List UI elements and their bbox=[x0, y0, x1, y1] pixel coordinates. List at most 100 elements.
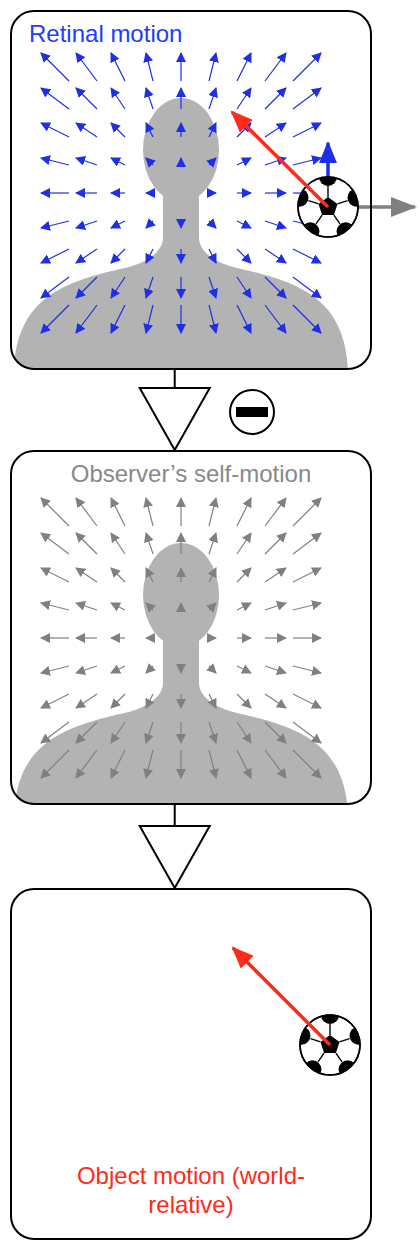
flow-arrow bbox=[41, 533, 69, 554]
flow-arrow bbox=[237, 568, 251, 582]
flow-arrow bbox=[293, 498, 321, 526]
flow-arrow bbox=[76, 498, 97, 526]
flow-arrow bbox=[76, 305, 97, 333]
flow-arrow bbox=[209, 533, 216, 554]
flow-arrow bbox=[76, 722, 97, 743]
flow-arrow bbox=[76, 603, 97, 610]
flow-arrow bbox=[180, 305, 181, 333]
flow-arrow bbox=[111, 277, 125, 298]
self-motion-panel: Observer’s self-motion bbox=[10, 450, 372, 805]
flow-arrow bbox=[209, 305, 216, 333]
flow-arrow bbox=[293, 568, 321, 582]
flow-arrow bbox=[209, 637, 216, 638]
flow-arrow bbox=[209, 277, 216, 298]
flow-arrow bbox=[146, 158, 153, 165]
flow-arrow bbox=[146, 750, 153, 778]
flow-arrow bbox=[41, 603, 69, 610]
flow-arrow bbox=[41, 88, 69, 109]
flow-arrow bbox=[293, 305, 321, 333]
flow-arrow bbox=[209, 192, 216, 193]
flow-arrow bbox=[209, 694, 216, 708]
flow-arrow bbox=[111, 722, 125, 743]
flow-arrow bbox=[237, 722, 251, 743]
flow-arrow bbox=[237, 666, 251, 673]
flow-arrow bbox=[180, 277, 181, 298]
flow-arrow bbox=[265, 722, 286, 743]
flow-arrow bbox=[265, 53, 286, 81]
flow-arrow bbox=[293, 88, 321, 109]
flow-arrow bbox=[146, 123, 153, 137]
flow-arrow bbox=[293, 533, 321, 554]
flow-arrow bbox=[111, 123, 125, 137]
flow-arrow bbox=[265, 221, 286, 228]
flow-arrow bbox=[265, 277, 286, 298]
flow-arrow bbox=[237, 498, 251, 526]
flow-arrow bbox=[41, 568, 69, 582]
flow-arrow bbox=[265, 603, 286, 610]
flow-arrow bbox=[180, 498, 181, 526]
flow-arrow bbox=[111, 192, 125, 193]
flow-arrow bbox=[209, 722, 216, 743]
flow-arrow bbox=[111, 249, 125, 263]
object-motion-vector bbox=[233, 948, 330, 1045]
flow-arrow bbox=[146, 603, 153, 610]
flow-arrow bbox=[146, 694, 153, 708]
flow-arrow bbox=[41, 694, 69, 708]
flow-arrow bbox=[209, 666, 216, 673]
flow-arrow bbox=[146, 192, 153, 193]
flow-arrow bbox=[111, 568, 125, 582]
flow-arrow bbox=[180, 603, 181, 610]
flow-arrow bbox=[265, 568, 286, 582]
flow-arrow bbox=[209, 603, 216, 610]
flow-arrow bbox=[76, 533, 97, 554]
flow-arrow bbox=[293, 637, 321, 638]
flow-arrow bbox=[41, 249, 69, 263]
flow-arrow bbox=[265, 498, 286, 526]
flow-arrow bbox=[146, 53, 153, 81]
connector-line bbox=[174, 805, 176, 826]
open-arrowhead bbox=[140, 388, 210, 450]
flow-arrow bbox=[265, 305, 286, 333]
flow-arrow bbox=[237, 603, 251, 610]
flow-arrow bbox=[111, 53, 125, 81]
flow-arrow bbox=[76, 637, 97, 638]
flow-arrow bbox=[237, 88, 251, 109]
flow-arrow bbox=[180, 533, 181, 554]
flow-arrow bbox=[76, 53, 97, 81]
flow-arrow bbox=[237, 249, 251, 263]
retinal-flow-field bbox=[41, 53, 321, 333]
flow-arrow bbox=[237, 305, 251, 333]
flow-arrow bbox=[293, 750, 321, 778]
panel-title: Observer’s self-motion bbox=[12, 460, 370, 489]
object-motion-vector bbox=[232, 112, 328, 207]
flow-arrow bbox=[76, 694, 97, 708]
flow-arrow bbox=[209, 53, 216, 81]
flow-arrow bbox=[209, 568, 216, 582]
flow-arrow bbox=[293, 694, 321, 708]
flow-arrow bbox=[111, 694, 125, 708]
flow-arrow bbox=[180, 88, 181, 109]
flow-arrow bbox=[146, 277, 153, 298]
minus-operator bbox=[230, 390, 274, 434]
flow-arrow bbox=[146, 533, 153, 554]
self-motion-flow-field bbox=[41, 498, 321, 778]
flow-connector bbox=[140, 805, 210, 888]
flow-arrow bbox=[209, 88, 216, 109]
flow-arrow bbox=[265, 666, 286, 673]
flow-arrow bbox=[293, 722, 321, 743]
flow-arrow bbox=[180, 750, 181, 778]
flow-arrow bbox=[293, 603, 321, 610]
flow-arrow bbox=[293, 666, 321, 673]
flow-arrow bbox=[111, 88, 125, 109]
flow-arrow bbox=[146, 666, 153, 673]
flow-arrow bbox=[265, 637, 286, 638]
flow-arrow bbox=[237, 533, 251, 554]
flow-arrow bbox=[76, 277, 97, 298]
flow-arrow bbox=[146, 568, 153, 582]
flow-arrow bbox=[146, 498, 153, 526]
flow-arrow bbox=[209, 750, 216, 778]
flow-arrow bbox=[293, 123, 321, 137]
flow-arrow bbox=[180, 249, 181, 263]
